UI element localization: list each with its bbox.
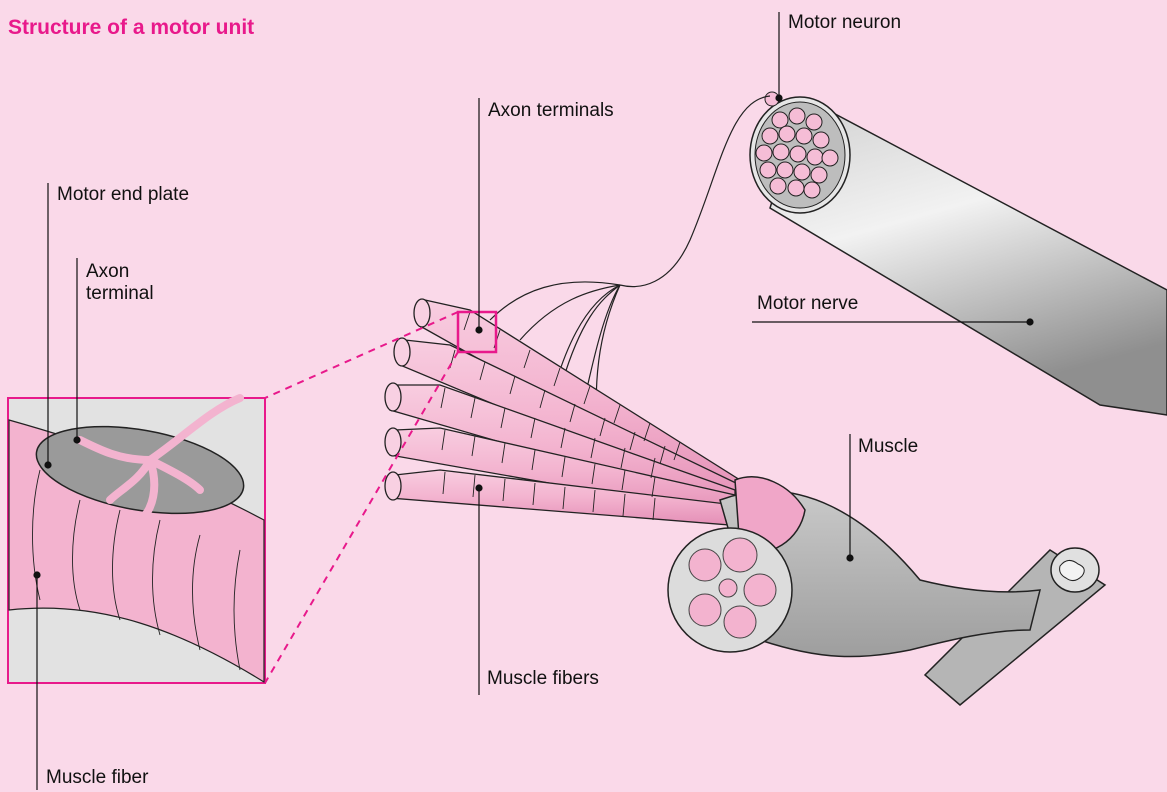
label-axon-terminal-line1: Axon [86, 261, 129, 283]
label-motor-end-plate: Motor end plate [57, 184, 189, 206]
muscle [668, 477, 1105, 705]
label-axon-terminal-line2: terminal [86, 283, 154, 305]
muscle-fibers [385, 299, 740, 525]
motor-nerve [750, 92, 1167, 415]
label-motor-neuron: Motor neuron [788, 12, 901, 34]
label-muscle-fiber: Muscle fiber [46, 767, 148, 789]
page-title: Structure of a motor unit [8, 16, 254, 40]
label-axon-terminals: Axon terminals [488, 100, 614, 122]
label-muscle: Muscle [858, 436, 918, 458]
label-muscle-fibers: Muscle fibers [487, 668, 599, 690]
label-motor-nerve: Motor nerve [757, 293, 858, 315]
end-plate-inset [8, 398, 265, 683]
